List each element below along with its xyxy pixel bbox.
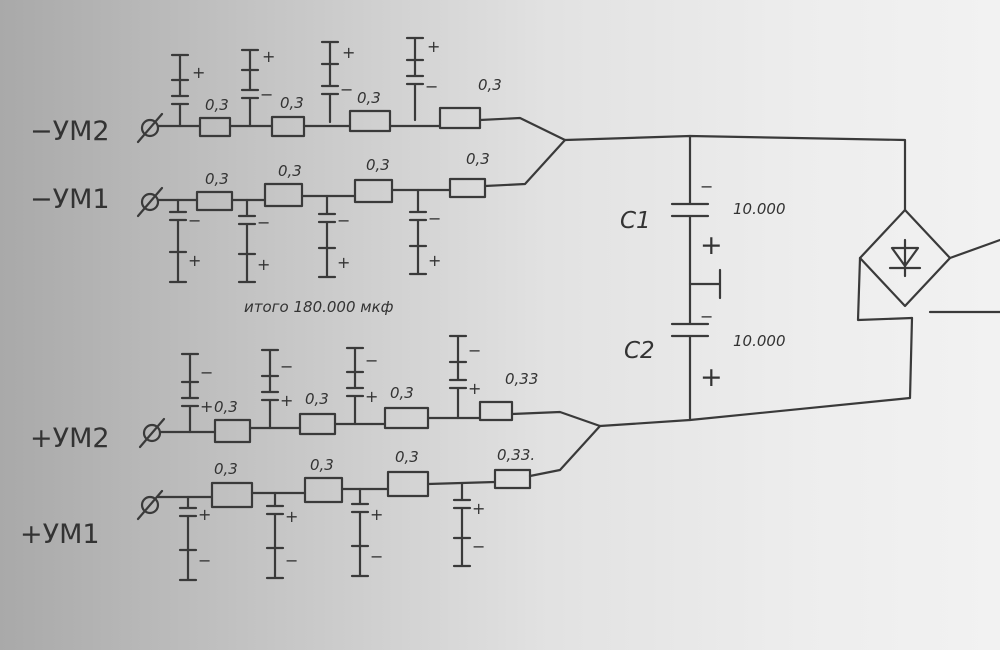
svg-text:+: +: [192, 63, 205, 82]
svg-text:0,3: 0,3: [390, 384, 414, 402]
svg-text:0,3: 0,3: [310, 456, 334, 474]
resistor: [210, 481, 254, 509]
svg-text:−: −: [200, 363, 213, 382]
svg-text:+: +: [468, 379, 481, 398]
svg-text:+: +: [188, 251, 201, 270]
label-minus-um2: −УМ2: [30, 116, 110, 147]
svg-text:0,3: 0,3: [205, 96, 229, 114]
c1-label: C1: [620, 208, 651, 234]
svg-text:+: +: [427, 37, 440, 56]
svg-text:0,3: 0,3: [366, 156, 390, 174]
ground-tap-icon: [688, 268, 722, 300]
row-minus-um2: + + + + − − − 0,3 0,3 0,3 0,3: [156, 36, 567, 142]
svg-text:0,3: 0,3: [466, 150, 490, 168]
svg-text:−: −: [280, 357, 293, 376]
resistor: [493, 468, 532, 490]
c2-label: C2: [624, 338, 655, 364]
resistor: [478, 400, 514, 422]
resistor: [270, 115, 306, 138]
fuse-symbol-icon: [136, 112, 164, 144]
svg-text:+: +: [198, 505, 211, 524]
label-plus-um2: +УМ2: [30, 423, 110, 454]
fuse-symbol-icon: [136, 186, 164, 218]
svg-text:−: −: [198, 551, 211, 570]
svg-text:0,3: 0,3: [305, 390, 329, 408]
resistor: [448, 177, 487, 199]
resistor: [383, 406, 430, 430]
svg-text:+: +: [428, 251, 441, 270]
svg-text:−: −: [700, 177, 713, 196]
svg-text:−: −: [428, 209, 441, 228]
resistor: [263, 182, 304, 208]
svg-text:−: −: [472, 537, 485, 556]
svg-text:−: −: [365, 351, 378, 370]
svg-text:+: +: [200, 397, 213, 416]
svg-text:−: −: [700, 307, 713, 326]
svg-text:+: +: [700, 362, 723, 393]
svg-text:+: +: [370, 505, 383, 524]
svg-text:0,3: 0,3: [214, 460, 238, 478]
svg-text:0,3: 0,3: [214, 398, 238, 416]
row-minus-um1: − − − − + + + + 0,3 0,3 0,3 0,3: [156, 138, 567, 284]
svg-text:−: −: [370, 547, 383, 566]
svg-text:+: +: [262, 47, 275, 66]
resistor: [303, 476, 344, 504]
resistor: [438, 106, 482, 130]
resistor: [213, 418, 252, 444]
svg-text:+: +: [342, 43, 355, 62]
svg-text:−: −: [257, 213, 270, 232]
resistor: [198, 116, 232, 138]
total-capacitance-note: итого 180.000 мкф: [244, 298, 394, 316]
resistor: [386, 470, 430, 498]
label-plus-um1: +УМ1: [20, 519, 100, 550]
c1-value: 10.000: [733, 200, 786, 218]
svg-text:0,3: 0,3: [278, 162, 302, 180]
svg-text:+: +: [472, 499, 485, 518]
resistor: [353, 178, 394, 204]
svg-text:+: +: [280, 391, 293, 410]
resistor: [298, 412, 337, 436]
svg-text:−: −: [260, 85, 273, 104]
svg-text:0,3: 0,3: [280, 94, 304, 112]
svg-text:−: −: [188, 211, 201, 230]
svg-text:−: −: [285, 551, 298, 570]
row-plus-um2: + + + + − − − − 0,3 0,3 0,3 0,33: [158, 334, 602, 444]
svg-text:−: −: [340, 80, 353, 99]
svg-text:−: −: [425, 77, 438, 96]
resistor: [195, 190, 234, 212]
row-plus-um1: + + + + − − − − 0,3 0,3 0,3 0,33.: [156, 424, 602, 582]
svg-text:0,33.: 0,33.: [497, 446, 535, 464]
c2-value: 10.000: [733, 332, 786, 350]
diode-bridge-icon: [856, 208, 1000, 322]
svg-text:+: +: [337, 253, 350, 272]
svg-text:+: +: [285, 507, 298, 526]
svg-text:+: +: [700, 230, 723, 261]
filter-bank: − + − + C1 10.000 C2 10.000: [563, 134, 914, 428]
svg-text:−: −: [468, 341, 481, 360]
label-minus-um1: −УМ1: [30, 184, 110, 215]
svg-text:0,3: 0,3: [357, 89, 381, 107]
svg-text:0,3: 0,3: [478, 76, 502, 94]
svg-text:+: +: [257, 255, 270, 274]
svg-text:+: +: [365, 387, 378, 406]
resistor: [348, 109, 392, 133]
svg-text:−: −: [337, 211, 350, 230]
fuse-symbol-icon: [136, 489, 164, 521]
svg-text:0,3: 0,3: [205, 170, 229, 188]
svg-text:0,3: 0,3: [395, 448, 419, 466]
svg-text:0,33: 0,33: [505, 370, 538, 388]
